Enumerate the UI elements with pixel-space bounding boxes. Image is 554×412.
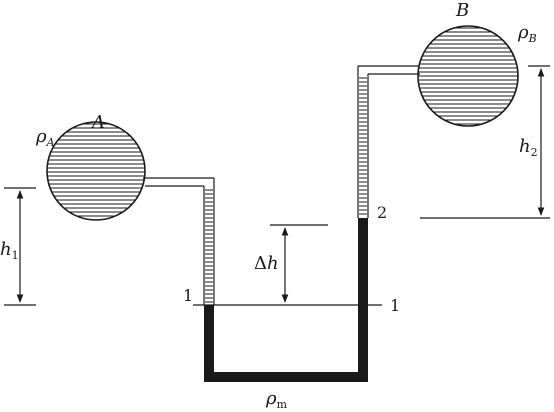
vessel-a-density-label: ρA: [35, 126, 55, 149]
left-level-label: 1: [183, 286, 193, 305]
manometer-fluid-density-label: ρm: [265, 388, 288, 411]
vessel-b: [417, 25, 519, 127]
vessel-b-name-label: B: [455, 0, 469, 21]
right-level-label: 1: [390, 296, 400, 315]
vessel-b-hatching: [418, 27, 518, 125]
vessel-a: [46, 121, 146, 221]
vessel-b-density-label: ρB: [517, 22, 537, 45]
vessel-a-name-label: A: [90, 112, 105, 133]
manometer-fluid: [204, 218, 368, 382]
delta-h-label: Δh: [254, 253, 279, 274]
left-tube-fluid-a: [205, 189, 213, 303]
interface-2-label: 2: [377, 203, 387, 222]
h1-label: h1: [0, 239, 19, 262]
vessel-a-outline: [46, 121, 146, 221]
delta-h-dimension: [270, 224, 328, 303]
right-tube: [357, 65, 420, 218]
right-tube-fluid-b: [359, 77, 367, 215]
h1-dimension: [4, 187, 36, 306]
h2-dimension: [420, 65, 550, 219]
vessel-b-outline: [417, 25, 519, 127]
left-tube: [143, 177, 215, 305]
h2-label: h2: [519, 136, 538, 159]
